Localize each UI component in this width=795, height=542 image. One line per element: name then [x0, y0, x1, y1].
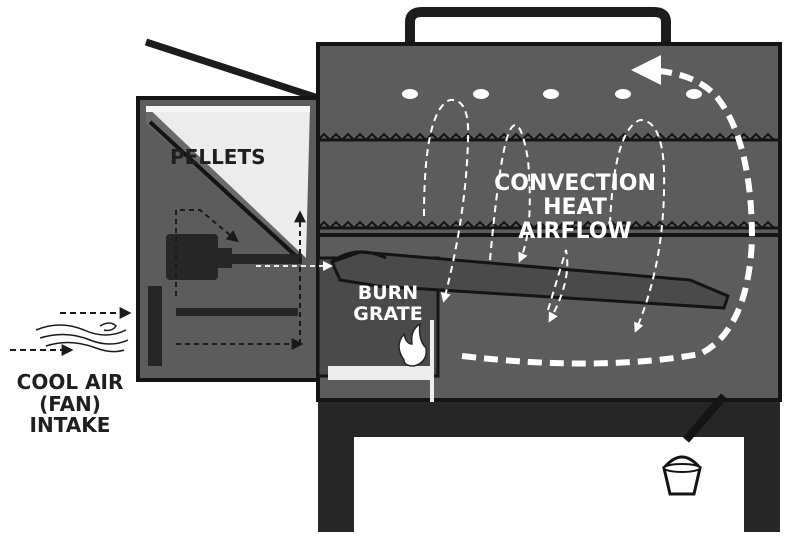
hopper-lid — [144, 38, 320, 102]
flame-icon — [398, 322, 427, 367]
cool-air-intake-arrows — [10, 307, 132, 356]
heat-deflector — [329, 250, 730, 310]
convection-label-line1: CONVECTION — [494, 171, 656, 196]
convection-airflow — [423, 98, 666, 333]
intake-label-line3: INTAKE — [29, 413, 111, 438]
convection-label-line2: HEAT — [543, 194, 607, 220]
convection-main-loop — [461, 55, 756, 367]
pellet-hopper — [136, 96, 320, 382]
burn-grate-label: BURN GRATE — [340, 283, 436, 324]
burn-grate-line2: GRATE — [353, 302, 423, 325]
convection-label-line3: AIRFLOW — [518, 218, 632, 244]
wind-icon — [35, 322, 129, 353]
auger-motor — [166, 234, 302, 280]
intake-label-line1: COOL AIR — [16, 370, 124, 394]
pellet-feed-path — [175, 209, 333, 350]
intake-label-line2: (FAN) — [39, 391, 101, 416]
lower-grate — [317, 220, 775, 230]
upper-grate — [317, 132, 775, 142]
lid-vent-holes — [402, 89, 702, 99]
lid-handle — [405, 7, 671, 44]
cool-air-intake-label: COOL AIR (FAN) INTAKE — [0, 370, 140, 438]
grease-bucket — [662, 393, 728, 496]
pellets-label: PELLETS — [170, 145, 266, 169]
fan-intake-vent — [148, 286, 162, 366]
burn-grate-line1: BURN — [357, 282, 419, 304]
convection-heat-airflow-label: CONVECTION HEAT AIRFLOW — [470, 172, 680, 243]
